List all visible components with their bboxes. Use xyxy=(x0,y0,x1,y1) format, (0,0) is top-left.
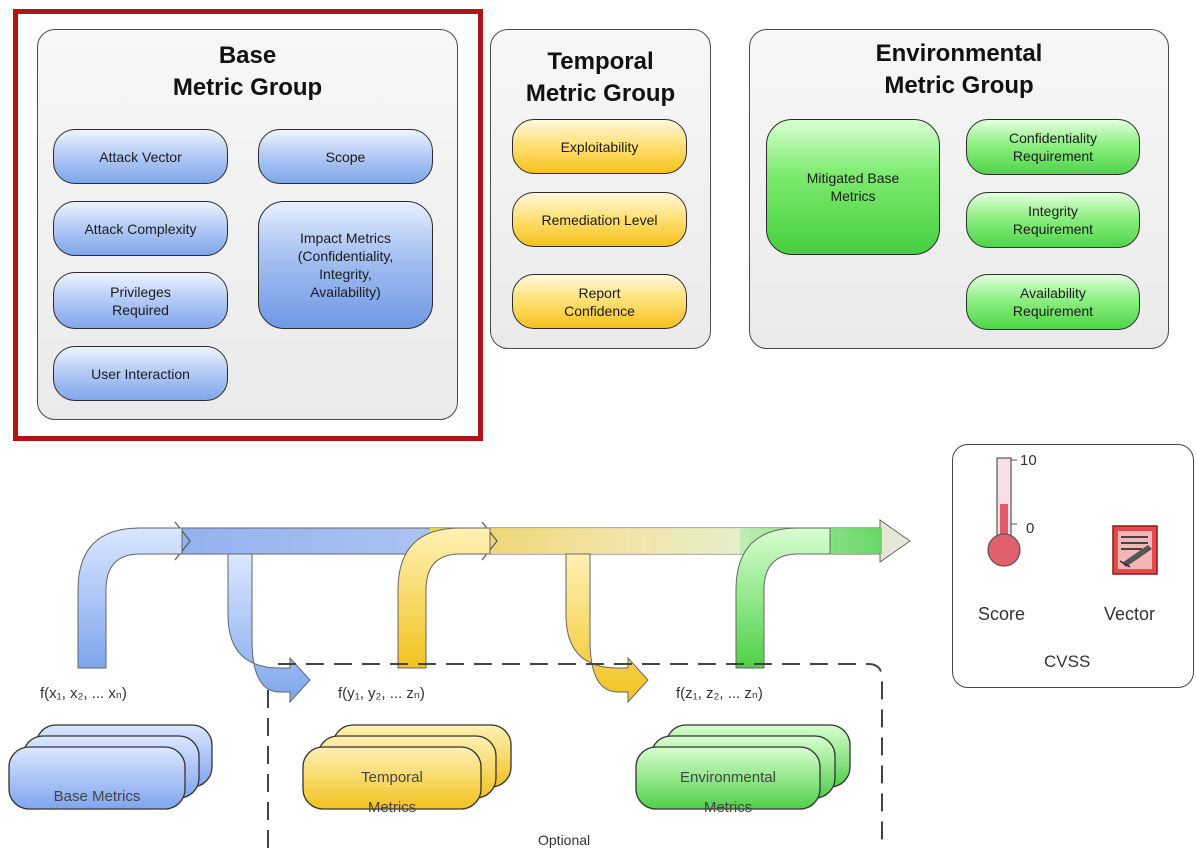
attack-complexity-label: Attack Complexity xyxy=(84,220,197,237)
impact-metrics-line2: (Confidentiality, xyxy=(297,248,394,264)
impact-metrics-line3: Integrity, xyxy=(319,266,372,282)
flow-diagram xyxy=(8,519,911,848)
temporal-metrics-line1: Temporal xyxy=(361,769,423,786)
environmental-rising-arrow xyxy=(735,527,831,669)
attack-vector-label: Attack Vector xyxy=(99,148,182,165)
user-interaction-label: User Interaction xyxy=(91,365,190,382)
conf-req-line2: Requirement xyxy=(1012,148,1094,164)
report-confidence-line2: Confidence xyxy=(564,302,635,319)
impact-metrics-line4: Availability) xyxy=(310,284,381,300)
avail-req-line2: Requirement xyxy=(1012,303,1094,319)
environmental-metrics-label: Environmental Metrics xyxy=(636,768,820,818)
base-title-line2: Metric Group xyxy=(172,74,323,101)
vector-label: Vector xyxy=(1104,604,1156,624)
attack-complexity-pill: Attack Complexity xyxy=(53,201,228,256)
base-metrics-label: Base Metrics xyxy=(53,788,141,805)
environmental-metrics-line1: Environmental xyxy=(680,769,776,786)
temporal-function-label: f(y₁, y₂, ... zₙ) xyxy=(338,685,425,702)
mitigated-base-metrics-pill: Mitigated Base Metrics xyxy=(766,119,940,255)
report-confidence-line1: Report xyxy=(578,284,621,301)
thermometer-icon xyxy=(987,457,1021,567)
score-label: Score xyxy=(978,604,1026,624)
temporal-rising-arrow xyxy=(397,527,491,669)
integrity-requirement-pill: Integrity Requirement xyxy=(966,192,1140,248)
environmental-group-title: Environmental Metric Group xyxy=(750,38,1168,102)
avail-req-line1: Availability xyxy=(1020,285,1086,301)
temporal-title-line1: Temporal xyxy=(547,48,654,75)
optional-label: Optional xyxy=(538,832,591,848)
temporal-group-title: Temporal Metric Group xyxy=(491,46,710,110)
availability-requirement-pill: Availability Requirement xyxy=(966,274,1140,330)
base-drop-arrow xyxy=(227,553,311,704)
scope-label: Scope xyxy=(325,148,366,165)
environmental-title-line1: Environmental xyxy=(875,40,1043,67)
mitigated-line1: Mitigated Base xyxy=(806,170,900,186)
scale-min-label: 0 xyxy=(1026,520,1035,537)
exploitability-label: Exploitability xyxy=(560,138,639,155)
environmental-function-label: f(z₁, z₂, ... zₙ) xyxy=(676,685,763,702)
impact-metrics-pill: Impact Metrics (Confidentiality, Integri… xyxy=(258,201,433,329)
remediation-level-pill: Remediation Level xyxy=(512,192,687,247)
temporal-metrics-line2: Metrics xyxy=(367,799,417,816)
privileges-line1: Privileges xyxy=(110,283,171,300)
cvss-title: CVSS xyxy=(1044,652,1091,671)
base-title-line1: Base xyxy=(218,42,277,69)
environmental-metrics-stack xyxy=(635,724,851,810)
optional-dashed-box xyxy=(267,663,883,848)
base-metrics-stack xyxy=(8,724,213,810)
temporal-metrics-stack xyxy=(302,724,512,810)
int-req-line1: Integrity xyxy=(1028,203,1078,219)
temporal-metrics-label: Temporal Metrics xyxy=(303,768,481,818)
confidentiality-requirement-pill: Confidentiality Requirement xyxy=(966,119,1140,175)
exploitability-pill: Exploitability xyxy=(512,119,687,174)
environmental-metrics-line2: Metrics xyxy=(703,799,753,816)
privileges-required-pill: Privileges Required xyxy=(53,272,228,329)
mitigated-line2: Metrics xyxy=(830,188,876,204)
int-req-line2: Requirement xyxy=(1012,221,1094,237)
remediation-level-label: Remediation Level xyxy=(541,211,658,228)
attack-vector-pill: Attack Vector xyxy=(53,129,228,184)
base-group-highlight xyxy=(13,9,483,441)
privileges-line2: Required xyxy=(112,301,169,318)
environmental-title-line2: Metric Group xyxy=(884,72,1034,99)
impact-metrics-line1: Impact Metrics xyxy=(299,230,391,246)
report-confidence-pill: Report Confidence xyxy=(512,274,687,329)
base-rising-arrow xyxy=(77,527,183,669)
temporal-drop-arrow xyxy=(565,553,649,704)
vector-icon xyxy=(1112,525,1158,575)
scale-max-label: 10 xyxy=(1020,452,1037,469)
base-group-title: Base Metric Group xyxy=(38,40,457,104)
temporal-title-line2: Metric Group xyxy=(525,80,676,107)
base-function-label: f(x₁, x₂, ... xₙ) xyxy=(40,685,127,702)
scope-pill: Scope xyxy=(258,129,433,184)
user-interaction-pill: User Interaction xyxy=(53,346,228,401)
conf-req-line1: Confidentiality xyxy=(1009,130,1097,146)
